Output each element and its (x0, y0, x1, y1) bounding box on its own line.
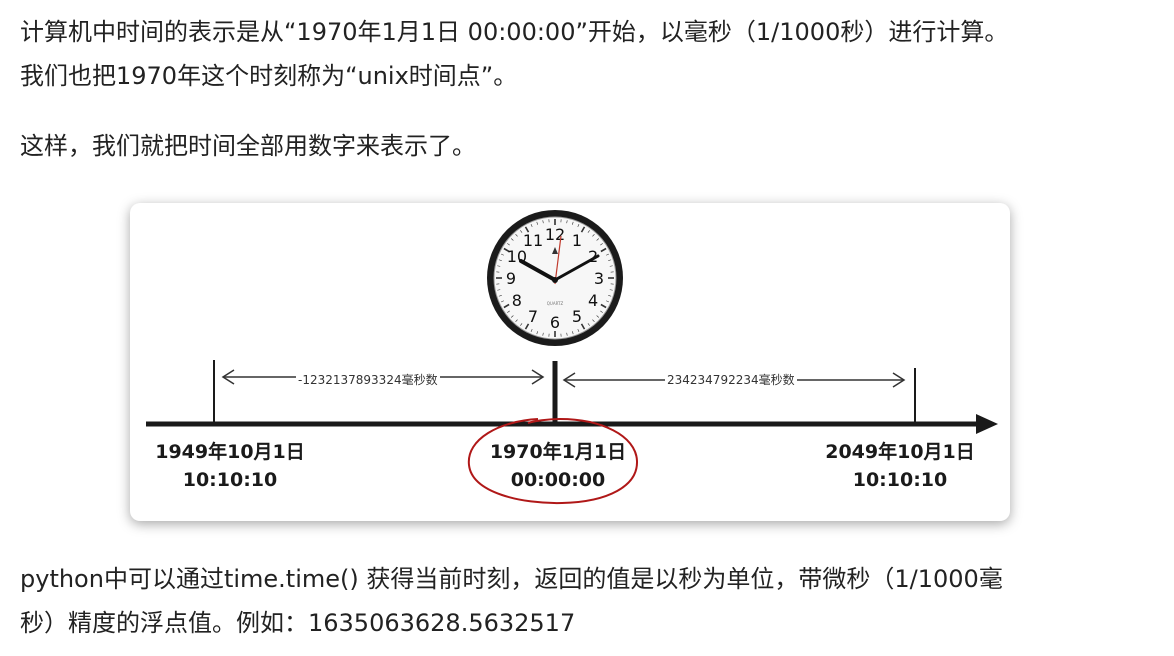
clock-tick (600, 303, 607, 309)
clock-tick (600, 247, 607, 253)
summary-paragraph: 这样，我们就把时间全部用数字来表示了。 (20, 124, 476, 168)
clock-tick (592, 319, 595, 323)
clock-tick (498, 259, 502, 261)
left-span-label: -1232137893324毫秒数 (296, 371, 440, 388)
clock-tick (592, 233, 595, 237)
left-span-arrowhead-right (531, 369, 545, 385)
left-date: 1949年10月1日 (155, 441, 305, 463)
python-paragraph: python中可以通过time.time() 获得当前时刻，返回的值是以秒为单位… (20, 557, 1003, 645)
python-line-2: 秒）精度的浮点值。例如：1635063628.5632517 (20, 609, 576, 637)
clock-tick (497, 265, 501, 267)
clock-tick (572, 221, 574, 225)
clock-tick (608, 259, 612, 261)
intro-line-1: 计算机中时间的表示是从“1970年1月1日 00:00:00”开始，以毫秒（1/… (20, 18, 1009, 46)
clock-tick (609, 289, 613, 291)
intro-line-2: 我们也把1970年这个时刻称为“unix时间点”。 (20, 62, 518, 90)
clock-tick (536, 221, 538, 225)
intro-paragraph: 计算机中时间的表示是从“1970年1月1日 00:00:00”开始，以毫秒（1/… (20, 10, 1008, 98)
clock-tick (566, 332, 568, 336)
clock-tick (580, 323, 586, 330)
right-date: 2049年10月1日 (825, 441, 975, 463)
clock-tick (524, 323, 530, 330)
clock-tick (503, 247, 510, 253)
clock-number: 3 (594, 269, 604, 288)
center-date: 1970年1月1日 (489, 441, 627, 463)
clock-tick (498, 295, 502, 297)
clock-tick (606, 300, 610, 303)
clock-tick (606, 253, 610, 256)
clock-number: 6 (550, 313, 560, 332)
right-span-arrowhead-right (892, 372, 906, 388)
clock-center-pin (552, 277, 558, 283)
clock-number: 1 (572, 231, 582, 250)
clock-tick (500, 300, 504, 303)
clock-tick (510, 238, 514, 241)
clock-tick (572, 331, 574, 335)
clock-tick (515, 319, 518, 323)
clock-tick (596, 238, 600, 241)
clock-tick (600, 243, 603, 246)
clock-number: 5 (572, 307, 582, 326)
clock-tick (596, 315, 600, 318)
summary-line: 这样，我们就把时间全部用数字来表示了。 (20, 132, 476, 160)
clock-tick (536, 331, 538, 335)
clock-tick (608, 295, 612, 297)
clock-brand: QUARTZ (547, 301, 564, 306)
clock-tick (507, 243, 510, 246)
clock-tick (542, 220, 544, 224)
clock-number: 12 (545, 225, 565, 244)
clock-tick (577, 223, 580, 227)
center-date-label: 1970年1月1日 00:00:00 (458, 438, 658, 494)
clock-hour-hand (519, 259, 557, 282)
clock-tick (577, 329, 580, 333)
clock-tick (587, 230, 590, 233)
clock-tick (507, 310, 510, 313)
clock-tick (497, 289, 501, 291)
clock-tick (503, 303, 510, 309)
center-time: 00:00:00 (510, 469, 606, 491)
left-time: 10:10:10 (182, 469, 278, 491)
clock-minute-hand (553, 254, 600, 282)
right-span-arrowhead-left (562, 372, 576, 388)
right-time: 10:10:10 (852, 469, 948, 491)
clock-tick (580, 226, 586, 233)
clock-number: 7 (528, 307, 538, 326)
right-span-label: 234234792234毫秒数 (665, 371, 797, 388)
clock-tick (510, 315, 514, 318)
left-span-arrowhead-left (221, 369, 235, 385)
clock-tick (600, 310, 603, 313)
clock-tick (500, 253, 504, 256)
clock-number: 4 (588, 291, 598, 310)
clock-tick (520, 230, 523, 233)
clock-tick (566, 220, 568, 224)
clock-tick (515, 233, 518, 237)
clock-tick (530, 329, 533, 333)
timeline-arrowhead (976, 414, 998, 434)
left-date-label: 1949年10月1日 10:10:10 (130, 438, 330, 494)
clock-second-hand (554, 235, 562, 285)
clock-tick (609, 265, 613, 267)
clock-tick (524, 226, 530, 233)
clock-tick (587, 323, 590, 326)
clock-tick (530, 223, 533, 227)
clock-logo-icon (552, 247, 558, 254)
highlight-circle (467, 417, 639, 505)
clock-number: 11 (523, 231, 543, 250)
right-date-label: 2049年10月1日 10:10:10 (800, 438, 1000, 494)
clock-number: 8 (512, 291, 522, 310)
clock-tick (542, 332, 544, 336)
clock-number: 2 (588, 247, 598, 266)
clock-tick (520, 323, 523, 326)
clock-number: 9 (506, 269, 516, 288)
python-line-1: python中可以通过time.time() 获得当前时刻，返回的值是以秒为单位… (20, 565, 1003, 593)
